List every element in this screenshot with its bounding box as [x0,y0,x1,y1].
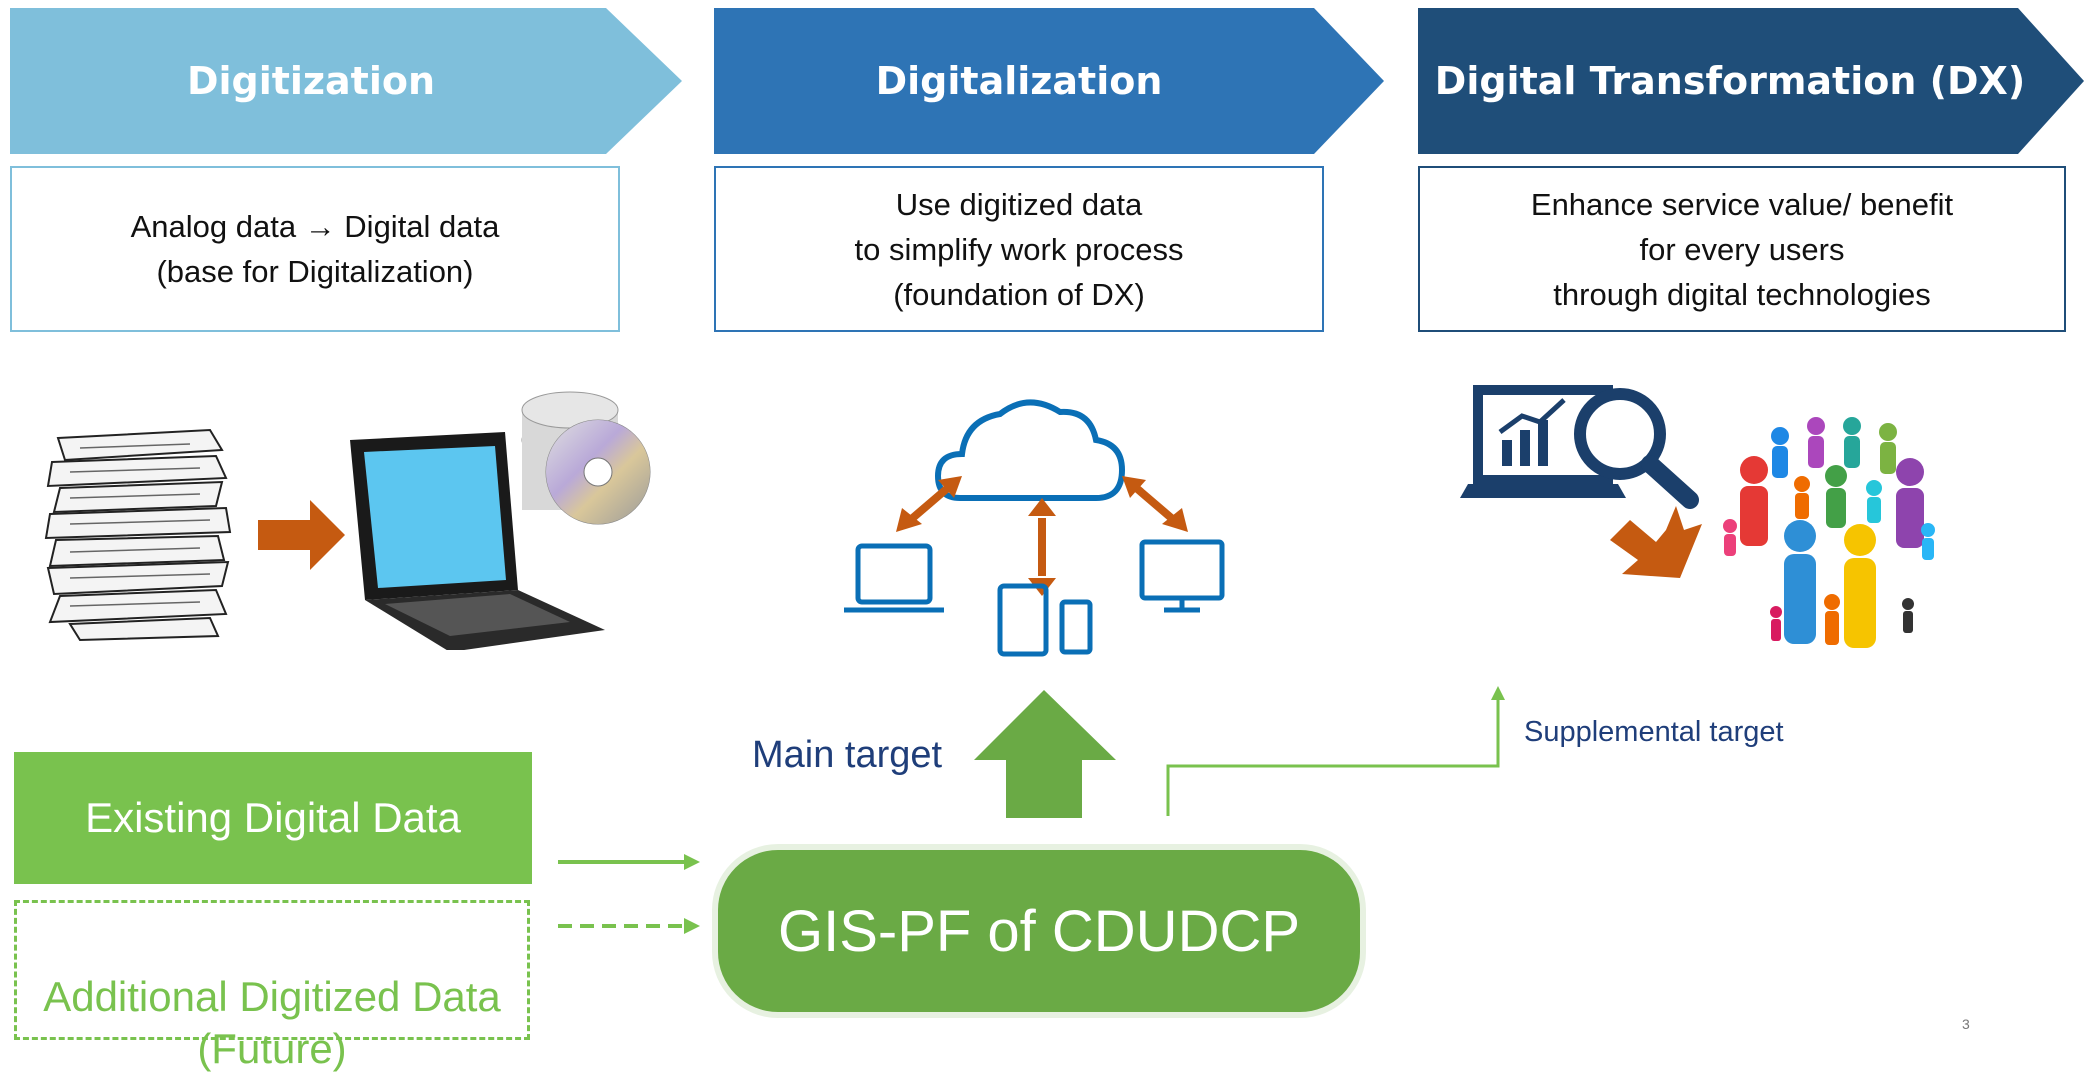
description-text: Analog data → Digital data (base for Dig… [130,209,500,289]
stage-dx-title: Digital Transformation (DX) [1434,59,2026,103]
stage-dx-description: Enhance service value/ benefit for every… [1418,166,2066,332]
cd-icon [521,391,651,525]
stage-digitization-description: Analog data → Digital data (base for Dig… [10,166,620,332]
description-text: Use digitized data to simplify work proc… [854,186,1184,312]
orange-arrow-icon [258,500,345,570]
existing-digital-data-box: Existing Digital Data [14,752,532,884]
digitalization-illustration [844,399,1225,657]
stage-digitalization-description: Use digitized data to simplify work proc… [714,166,1324,332]
stage-digitalization-title: Digitalization [875,59,1163,103]
additional-data-arrow [558,918,700,934]
stage-digitization-title: Digitization [186,59,436,103]
stage-dx-header: Digital Transformation (DX) [1418,8,2084,154]
stage-digitization-header: Digitization [10,8,682,154]
sync-arrows-icon [896,476,1188,596]
gis-platform-box: GIS-PF of CDUDCP [718,850,1360,1012]
supplemental-target-label: Supplemental target [1524,716,1784,748]
paper-stack-icon [44,428,232,642]
existing-digital-data-label: Existing Digital Data [85,794,461,841]
analytics-search-icon [1460,385,1699,509]
main-target-arrow [974,690,1116,818]
supplemental-target-line [1166,700,1500,816]
orange-arrow-icon [1610,506,1702,578]
dx-illustration [1460,385,1935,648]
gis-platform-label: GIS-PF of CDUDCP [777,898,1301,964]
digitization-illustration [44,391,651,650]
main-target-label: Main target [752,734,943,776]
description-text: Enhance service value/ benefit for every… [1530,186,1954,312]
page-number: 3 [1962,1016,1970,1032]
stage-digitalization-header: Digitalization [714,8,1384,154]
devices-icon [844,539,1225,657]
cloud-icon [934,399,1126,501]
existing-data-arrow [558,854,700,870]
flow-connectors [558,686,1505,934]
supplemental-target-arrowhead [1491,686,1505,700]
people-crowd-icon [1723,417,1935,648]
laptop-icon [350,432,605,650]
